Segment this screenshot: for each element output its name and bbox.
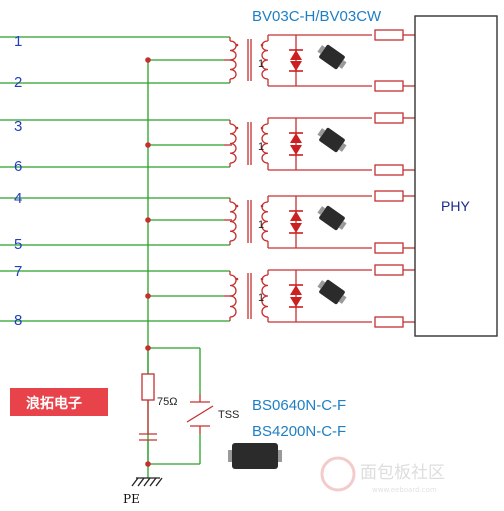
chip-body-icon (319, 205, 345, 231)
pin-label-8: 8 (14, 312, 22, 329)
resistor-75-icon (141, 373, 155, 401)
ground-hatch-icon (137, 477, 145, 487)
transformer-secondary-icon (261, 201, 269, 242)
diode-triangle-icon (290, 145, 302, 155)
junction-dot (145, 142, 151, 148)
diode-triangle-icon (290, 50, 302, 60)
diode-triangle-icon (290, 133, 302, 143)
tss-package-icon (232, 443, 278, 469)
junction-dot (145, 461, 151, 467)
diode-triangle-icon (290, 61, 302, 71)
turns-ratio-label: 1 (258, 292, 264, 304)
chip-body-icon (319, 44, 345, 70)
pin-label-6: 6 (14, 158, 22, 175)
series-resistor-icon (374, 112, 404, 124)
transformer-primary-icon (229, 123, 237, 164)
tvs-diode-icon (289, 145, 303, 156)
pin-label-4: 4 (14, 190, 22, 207)
diode-part-label: BV03C-H/BV03CW (252, 8, 382, 25)
series-resistor-icon (374, 242, 404, 254)
resistor-value-label: 75Ω (157, 396, 177, 408)
series-resistor-icon (374, 29, 404, 41)
ground-hatch-icon (149, 477, 157, 487)
tvs-diode-icon (289, 132, 303, 143)
tvs-diode-icon (289, 223, 303, 234)
diode-triangle-icon (290, 211, 302, 221)
turns-ratio-label: 1 (258, 141, 264, 153)
chip-lead-icon (317, 280, 326, 289)
pin-label-5: 5 (14, 236, 22, 253)
series-resistor-icon (374, 164, 404, 176)
junction-dot (145, 293, 151, 299)
chip-lead-icon (317, 128, 326, 137)
diode-triangle-icon (290, 223, 302, 233)
polarity-dot-icon (235, 277, 239, 281)
ground-hatch-icon (131, 477, 139, 487)
series-resistor-icon (374, 190, 404, 202)
tss-part-label: BS0640N-C-F (252, 397, 346, 414)
turns-ratio-label: 1 (258, 219, 264, 231)
tvs-diode-icon (289, 297, 303, 308)
tvs-diode-icon (289, 61, 303, 72)
watermark: 面包板社区 www.eeboard.com (320, 456, 445, 494)
brand-badge (10, 388, 108, 416)
ground-label: PE (123, 492, 140, 506)
junction-dot (145, 57, 151, 63)
polarity-dot-icon (260, 204, 264, 208)
phy-block (414, 15, 498, 337)
chip-lead-icon (338, 221, 347, 230)
watermark-logo-icon (320, 456, 356, 492)
transformer-secondary-icon (261, 40, 269, 80)
tvs-diode-icon (289, 210, 303, 221)
brand-label: 浪拓电子 (26, 395, 82, 412)
chip-lead-icon (338, 143, 347, 152)
tss-symbol-icon (186, 405, 214, 423)
chip-body-icon (319, 127, 345, 153)
pin-label-7: 7 (14, 263, 22, 280)
tss-label: TSS (218, 409, 239, 421)
chip-lead-icon (317, 206, 326, 215)
diode-package-icon (317, 279, 347, 305)
tss-part-label: BS4200N-C-F (252, 423, 346, 440)
series-resistor-icon (374, 316, 404, 328)
watermark-text: 面包板社区 (360, 463, 445, 483)
ground-hatch-icon (143, 477, 151, 487)
polarity-dot-icon (235, 204, 239, 208)
pin-label-3: 3 (14, 118, 22, 135)
pin-label-2: 2 (14, 74, 22, 91)
diode-package-icon (317, 205, 347, 231)
transformer-primary-icon (229, 201, 237, 242)
tvs-diode-icon (289, 284, 303, 295)
chip-body-icon (319, 279, 345, 305)
polarity-dot-icon (235, 43, 239, 47)
pin-label-1: 1 (14, 33, 22, 50)
chip-lead-icon (338, 60, 347, 69)
polarity-dot-icon (260, 277, 264, 281)
chip-lead-icon (338, 295, 347, 304)
tvs-diode-icon (289, 49, 303, 60)
junction-dot (145, 217, 151, 223)
watermark-url: www.eeboard.com (372, 486, 437, 494)
transformer-secondary-icon (261, 274, 269, 318)
junction-dot (145, 345, 151, 351)
diode-package-icon (317, 44, 347, 70)
ground-hatch-icon (155, 477, 163, 487)
series-resistor-icon (374, 80, 404, 92)
transformer-secondary-icon (261, 123, 269, 164)
polarity-dot-icon (260, 43, 264, 47)
tss-package-lead-icon (228, 450, 232, 462)
polarity-dot-icon (260, 126, 264, 130)
polarity-dot-icon (235, 126, 239, 130)
diode-triangle-icon (290, 285, 302, 295)
diode-package-icon (317, 127, 347, 153)
diode-triangle-icon (290, 297, 302, 307)
turns-ratio-label: 1 (258, 58, 264, 70)
component-layer (131, 29, 415, 487)
tss-package-lead-icon (278, 450, 282, 462)
series-resistor-icon (374, 264, 404, 276)
chip-lead-icon (317, 45, 326, 54)
phy-label: PHY (441, 198, 470, 214)
